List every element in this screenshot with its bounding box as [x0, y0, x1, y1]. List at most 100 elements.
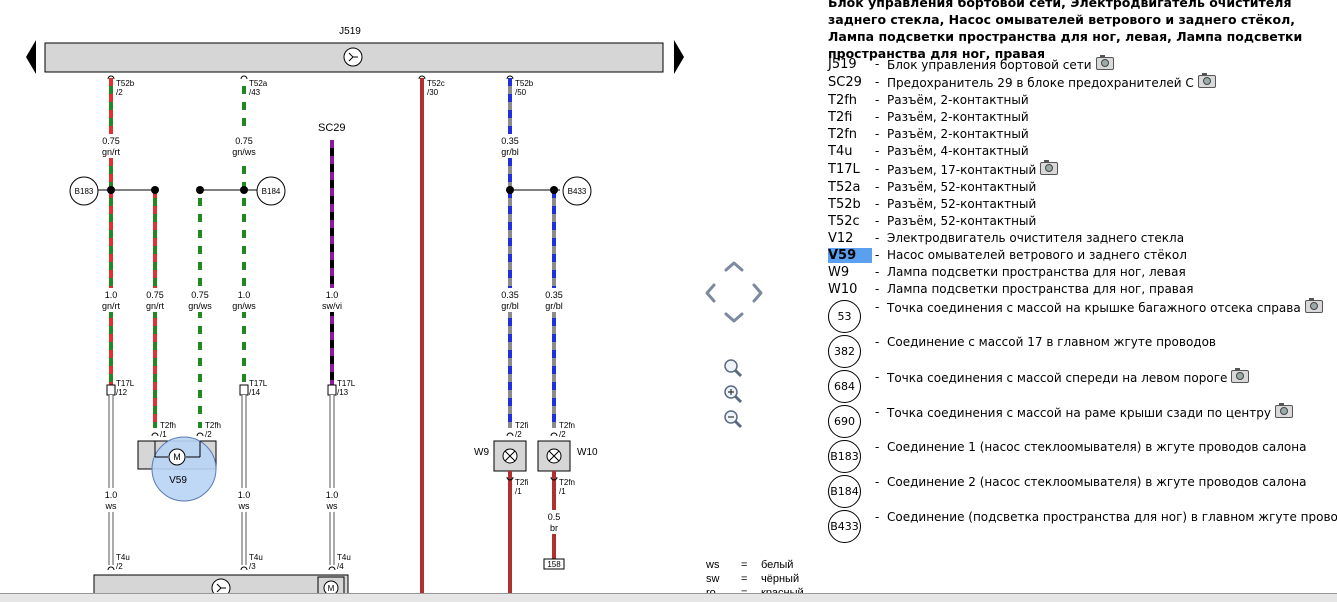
wire-size-label: 0.75 [102, 136, 120, 146]
legend-dash: - [875, 440, 880, 454]
legend-point[interactable]: 684-Точка соединения с массой спереди на… [828, 368, 1337, 404]
legend-dash: - [875, 93, 880, 107]
legend-dash: - [875, 370, 880, 384]
legend-item-selected[interactable]: V59-Насос омывателей ветрового и заднего… [828, 248, 1337, 265]
camera-icon[interactable] [1304, 298, 1323, 313]
color-name: белый [761, 559, 794, 571]
ground-ref-box[interactable] [543, 558, 565, 570]
connector-number: /1 [160, 430, 167, 439]
legend-code: W9 [828, 265, 850, 280]
lamp-icon [502, 448, 518, 464]
nav-controls [705, 261, 763, 429]
legend-item[interactable]: T2fi-Разъём, 2-контактный [828, 110, 1337, 127]
pan-up-icon[interactable] [724, 261, 744, 272]
zoom-in-icon[interactable] [724, 385, 743, 404]
legend-item[interactable]: SC29-Предохранитель 29 в блоке предохран… [828, 73, 1337, 92]
ground-point-circle: 53 [828, 300, 861, 333]
legend-desc: Соединение 2 (насос стеклоомывателя) в ж… [887, 475, 1307, 489]
legend-dash: - [875, 300, 880, 314]
legend-item[interactable]: J519-Блок управления бортовой сети [828, 55, 1337, 74]
zoom-icon[interactable] [724, 359, 743, 378]
legend-point[interactable]: B183-Соединение 1 (насос стеклоомывателя… [828, 440, 1337, 474]
connector-label: T2fi [515, 478, 529, 487]
connector-number: /3 [249, 562, 256, 571]
connector-label: T17L [249, 379, 268, 388]
wire-color-label: sw/vi [322, 301, 342, 311]
wire-color-label: ws [105, 501, 117, 511]
ground-point-circle: 684 [828, 370, 861, 403]
pin-label: T52b [515, 79, 534, 88]
connector-label: T2fi [515, 421, 529, 430]
junction-b183 [69, 176, 99, 206]
wire-size-label: 0.35 [545, 290, 563, 300]
legend-dash: - [875, 248, 880, 262]
connector-number: /4 [337, 562, 344, 571]
wire-size-label: 0.75 [191, 290, 209, 300]
legend-code: T52c [828, 214, 860, 229]
pin-label: T52a [249, 79, 268, 88]
legend-dash: - [875, 510, 880, 524]
scroll-right-icon[interactable] [674, 40, 684, 74]
junction-b184 [256, 176, 286, 206]
v59-highlight[interactable] [151, 436, 217, 502]
legend-dash: - [875, 127, 880, 141]
legend-item[interactable]: T52a-Разъём, 52-контактный [828, 180, 1337, 197]
legend-item[interactable]: T52c-Разъём, 52-контактный [828, 214, 1337, 231]
legend-point[interactable]: 53-Точка соединения с массой на крышке б… [828, 298, 1337, 334]
legend-item[interactable]: T52b-Разъём, 52-контактный [828, 197, 1337, 214]
legend-code: T52a [828, 180, 861, 195]
wire-size-label: 1.0 [105, 490, 118, 500]
legend-title: Блок управления бортовой сети, Электродв… [828, 0, 1303, 61]
pan-right-icon[interactable] [752, 283, 763, 303]
ground-symbol-icon [211, 578, 231, 598]
pan-down-icon[interactable] [724, 312, 744, 323]
legend-dash: - [875, 214, 880, 228]
wire-size-label: 0.35 [501, 290, 519, 300]
legend-desc: Лампа подсветки пространства для ног, ле… [887, 265, 1186, 279]
legend-point[interactable]: B184-Соединение 2 (насос стеклоомывателя… [828, 475, 1337, 509]
legend-dash: - [875, 75, 880, 89]
connector-number: /14 [249, 388, 261, 397]
legend-desc: Соединение с массой 17 в главном жгуте п… [887, 335, 1216, 349]
legend-point[interactable]: 690-Точка соединения с массой на раме кр… [828, 403, 1337, 439]
camera-icon[interactable] [1197, 73, 1216, 88]
legend-item[interactable]: T2fn-Разъём, 2-контактный [828, 127, 1337, 144]
camera-icon[interactable] [1095, 55, 1114, 70]
pan-left-icon[interactable] [705, 283, 716, 303]
wiring-diagram: J519 SC29 [26, 26, 684, 601]
legend-desc: Разъем, 17-контактный [887, 163, 1037, 177]
legend-item[interactable]: T4u-Разъём, 4-контактный [828, 144, 1337, 161]
legend-code: T52b [828, 197, 861, 212]
legend-item[interactable]: V12-Электродвигатель очистителя заднего … [828, 231, 1337, 248]
legend-point[interactable]: 382-Соединение с массой 17 в главном жгу… [828, 335, 1337, 369]
wire-color-label: gn/rt [102, 301, 121, 311]
legend-desc: Разъём, 4-контактный [887, 144, 1029, 158]
legend-desc: Электродвигатель очистителя заднего стек… [887, 231, 1185, 245]
legend-code: T2fi [828, 110, 853, 125]
legend-point[interactable]: B433-Соединение (подсветка пространства … [828, 510, 1337, 544]
camera-icon[interactable] [1275, 403, 1293, 418]
legend-item[interactable]: T17L-Разъем, 17-контактный [828, 160, 1337, 179]
junction-b433-label: B433 [568, 187, 587, 196]
camera-icon[interactable] [1231, 368, 1250, 383]
connector-number: /2 [205, 430, 212, 439]
connector-number: /2 [559, 430, 566, 439]
legend-desc-wrap: Точка соединения с массой на крышке бага… [887, 298, 1323, 315]
legend-item[interactable]: W9 -Лампа подсветки пространства для ног,… [828, 265, 1337, 282]
camera-icon[interactable] [1040, 160, 1059, 175]
wire-color-label: ws [238, 501, 250, 511]
legend-desc: Разъём, 2-контактный [887, 93, 1029, 107]
connector-number: /13 [337, 388, 349, 397]
legend-item[interactable]: T2fh-Разъём, 2-контактный [828, 93, 1337, 110]
component-v59-label: V59 [169, 475, 187, 486]
wire-color-label: gn/ws [188, 301, 212, 311]
scroll-left-icon[interactable] [26, 40, 36, 74]
connector-label: T4u [249, 553, 263, 562]
connector-number: /12 [116, 388, 128, 397]
legend-dash: - [875, 265, 880, 279]
legend-item[interactable]: W10-Лампа подсветки пространства для ног… [828, 282, 1337, 299]
junction-b184-label: B184 [262, 187, 281, 196]
wire-color-label: gr/bl [545, 301, 563, 311]
wire-color-label: br [550, 523, 558, 533]
zoom-out-icon[interactable] [724, 410, 743, 429]
